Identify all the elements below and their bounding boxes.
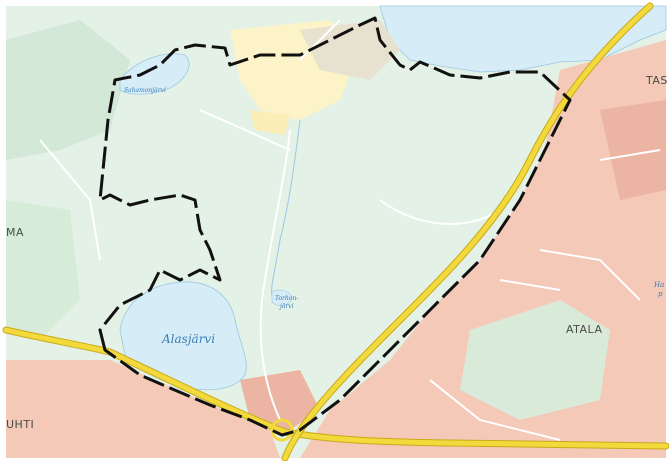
interchange <box>270 418 294 442</box>
label-place-uhti: UHTI <box>6 418 34 431</box>
pond-torhonjarvi <box>271 289 293 306</box>
urban-area-southwest <box>6 360 280 458</box>
label-pond-torhonjarvi-2: järvi <box>278 303 294 310</box>
lake-northeast <box>379 5 667 73</box>
label-place-atala: ATALA <box>566 323 602 336</box>
label-lake-alasjarvi: Alasjärvi <box>161 332 215 346</box>
lake-sahamonjarvi <box>119 53 190 95</box>
field-area-west <box>6 20 130 160</box>
minor-roads <box>39 19 661 441</box>
stream <box>271 119 301 297</box>
label-place-ha-1: Ha <box>653 281 664 289</box>
urban-block-south <box>240 370 320 430</box>
label-pond-torhonjarvi-1: Torhon- <box>275 295 298 302</box>
field-area-southwest <box>6 200 80 340</box>
label-place-tas: TAS <box>645 74 668 87</box>
urban-dense-ne <box>600 100 666 200</box>
boundary-line <box>98 16 572 437</box>
park-area-atala <box>460 300 610 420</box>
label-lake-sahamonjarvi: Sahamonjärvi <box>124 87 166 94</box>
label-place-ma: MA <box>6 226 24 239</box>
meadow-patch <box>250 110 290 135</box>
label-place-ha-2: p <box>658 290 663 298</box>
